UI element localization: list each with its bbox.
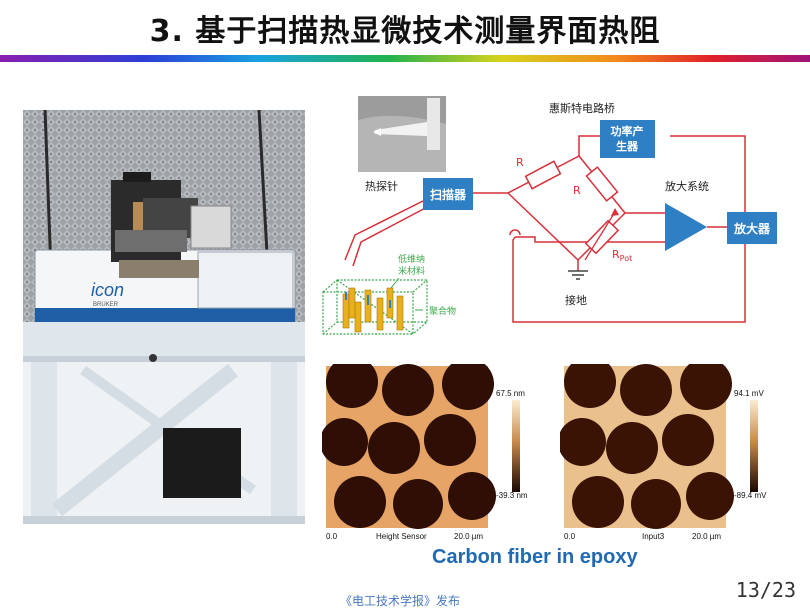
resistor-pot — [584, 208, 620, 261]
height-scale-max: 67.5 nm — [496, 389, 525, 398]
input3-axis-start: 0.0 — [564, 532, 576, 541]
input3-scale-min: -89.4 mV — [734, 491, 767, 500]
input3-scale-max: 94.1 mV — [734, 389, 764, 398]
probe-sem-image — [358, 96, 446, 172]
input3-channel: Input3 — [642, 532, 665, 541]
resistor-1 — [524, 160, 562, 190]
nano-label-2: 米材料 — [398, 265, 425, 277]
resistor-2 — [585, 166, 619, 202]
resistor-label-2: R — [573, 184, 581, 197]
title-rainbow-divider — [0, 55, 810, 62]
slide-title: 3. 基于扫描热显微技术测量界面热阻 — [149, 14, 661, 49]
amplifier-triangle — [665, 203, 707, 251]
ground-symbol — [568, 270, 588, 280]
amplifier-box — [727, 212, 777, 244]
scanner-label: 扫描器 — [430, 187, 467, 202]
figure-caption: Carbon fiber in epoxy — [432, 546, 638, 568]
power-generator-label-1: 功率产 — [611, 124, 644, 138]
bridge-title: 惠斯特电路桥 — [549, 101, 615, 115]
height-color-scale — [512, 400, 520, 492]
page-number: 13/23 — [735, 578, 796, 602]
instrument-brand-text: icon — [91, 280, 124, 300]
instrument-photo: icon BRUKER — [23, 110, 305, 524]
input3-color-scale — [750, 400, 758, 492]
rpot-label: RPot — [612, 248, 632, 263]
polymer-label: 聚合物 — [429, 305, 456, 317]
height-axis-start: 0.0 — [326, 532, 338, 541]
polymer-sample — [322, 277, 428, 335]
instrument-brand-sub: BRUKER — [93, 302, 119, 308]
amplifier-system-label: 放大系统 — [665, 179, 709, 193]
afm-input3-image: 94.1 mV -89.4 mV 0.0 Input3 20.0 µm — [560, 364, 767, 541]
power-generator-box — [600, 120, 655, 158]
sthm-circuit-diagram: 热探针 R R — [322, 96, 777, 335]
afm-height-image: 67.5 nm -39.3 nm 0.0 Height Sensor 20.0 … — [322, 364, 528, 541]
scanner-box — [423, 178, 473, 210]
power-generator-label-2: 生器 — [616, 139, 639, 153]
input3-axis-end: 20.0 µm — [692, 532, 721, 541]
probe-label: 热探针 — [365, 179, 398, 193]
nano-label-1: 低维纳 — [398, 253, 425, 265]
height-axis-end: 20.0 µm — [454, 532, 483, 541]
journal-footer: 《电工技术学报》发布 — [340, 594, 461, 608]
height-scale-min: -39.3 nm — [496, 491, 528, 500]
height-channel: Height Sensor — [376, 532, 427, 541]
resistor-label-1: R — [516, 156, 524, 169]
amplifier-label: 放大器 — [733, 221, 771, 236]
ground-label: 接地 — [565, 294, 587, 307]
